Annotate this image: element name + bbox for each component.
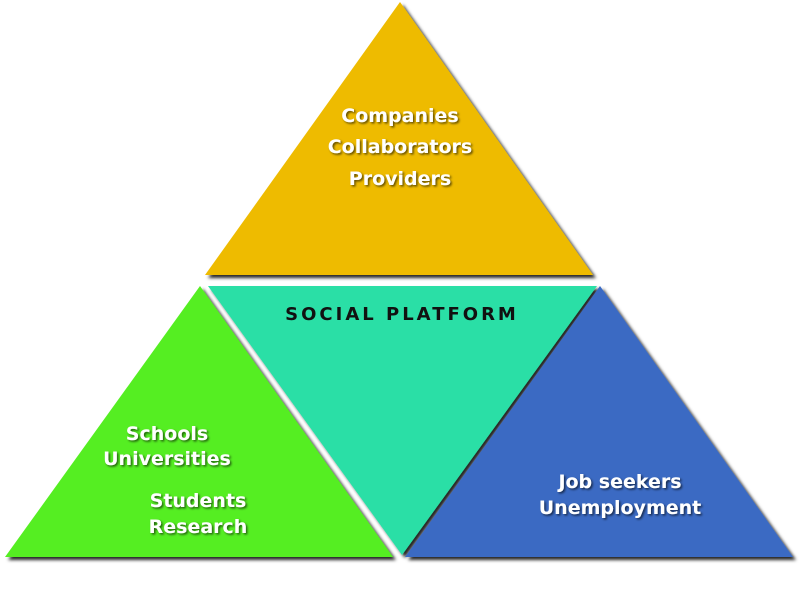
right-label-2: Unemployment — [539, 497, 701, 519]
right-triangle — [405, 286, 793, 557]
top-label-3: Providers — [349, 168, 451, 190]
left-label-4: Research — [149, 516, 248, 538]
top-label-1: Companies — [341, 105, 458, 127]
top-label-2: Collaborators — [328, 136, 473, 158]
left-label-2: Universities — [103, 448, 231, 470]
left-label-3: Students — [150, 490, 247, 512]
right-label-1: Job seekers — [556, 471, 681, 493]
top-triangle — [205, 2, 593, 275]
left-label-1: Schools — [126, 423, 208, 445]
center-title: SOCIAL PLATFORM — [285, 304, 519, 325]
left-triangle — [5, 286, 393, 557]
center-triangle — [208, 286, 597, 555]
